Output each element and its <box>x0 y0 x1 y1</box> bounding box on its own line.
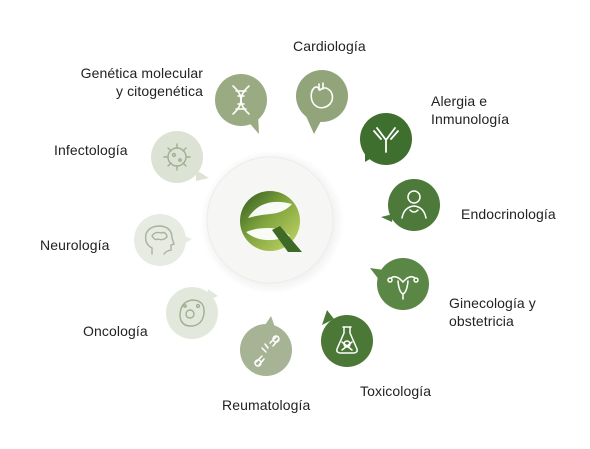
bubble-reumatologia <box>240 316 292 376</box>
bubble-alergia <box>360 113 412 165</box>
bubble-toxicologia <box>321 310 373 367</box>
bubble-cardiologia <box>296 70 348 134</box>
label-neurologia: Neurología <box>40 237 110 253</box>
bubble-oncologia <box>166 287 218 339</box>
cell-icon <box>179 299 205 327</box>
bubble-infectologia <box>151 131 209 183</box>
label-reumatologia: Reumatología <box>222 397 311 413</box>
label-toxicologia: Toxicología <box>360 383 432 399</box>
label-cardiologia: Cardiología <box>293 38 366 54</box>
center-disc <box>200 150 344 294</box>
heart-icon <box>310 82 334 109</box>
joint-bone-icon <box>254 335 280 367</box>
bubble-endocrinologia <box>381 179 440 231</box>
bubble-genetica <box>215 74 267 134</box>
bubble-neurologia <box>134 214 192 266</box>
q-logo-icon <box>240 191 302 252</box>
dna-icon <box>232 85 250 115</box>
antibody-icon <box>373 127 399 153</box>
flask-skull-icon <box>336 326 358 354</box>
brain-head-icon <box>144 225 175 255</box>
uterus-icon <box>387 275 419 300</box>
label-oncologia: Oncología <box>83 323 148 339</box>
label-genetica: Genética molecular y citogenética <box>80 65 203 99</box>
label-ginecologia: Ginecología y obstetricia <box>449 295 536 329</box>
virus-icon <box>163 143 191 171</box>
label-alergia: Alergia e Inmunología <box>431 93 510 127</box>
person-thyroid-icon <box>401 190 427 219</box>
label-endocrinologia: Endocrinología <box>461 206 556 222</box>
label-infectologia: Infectología <box>54 142 128 158</box>
bubble-ginecologia <box>370 258 429 310</box>
